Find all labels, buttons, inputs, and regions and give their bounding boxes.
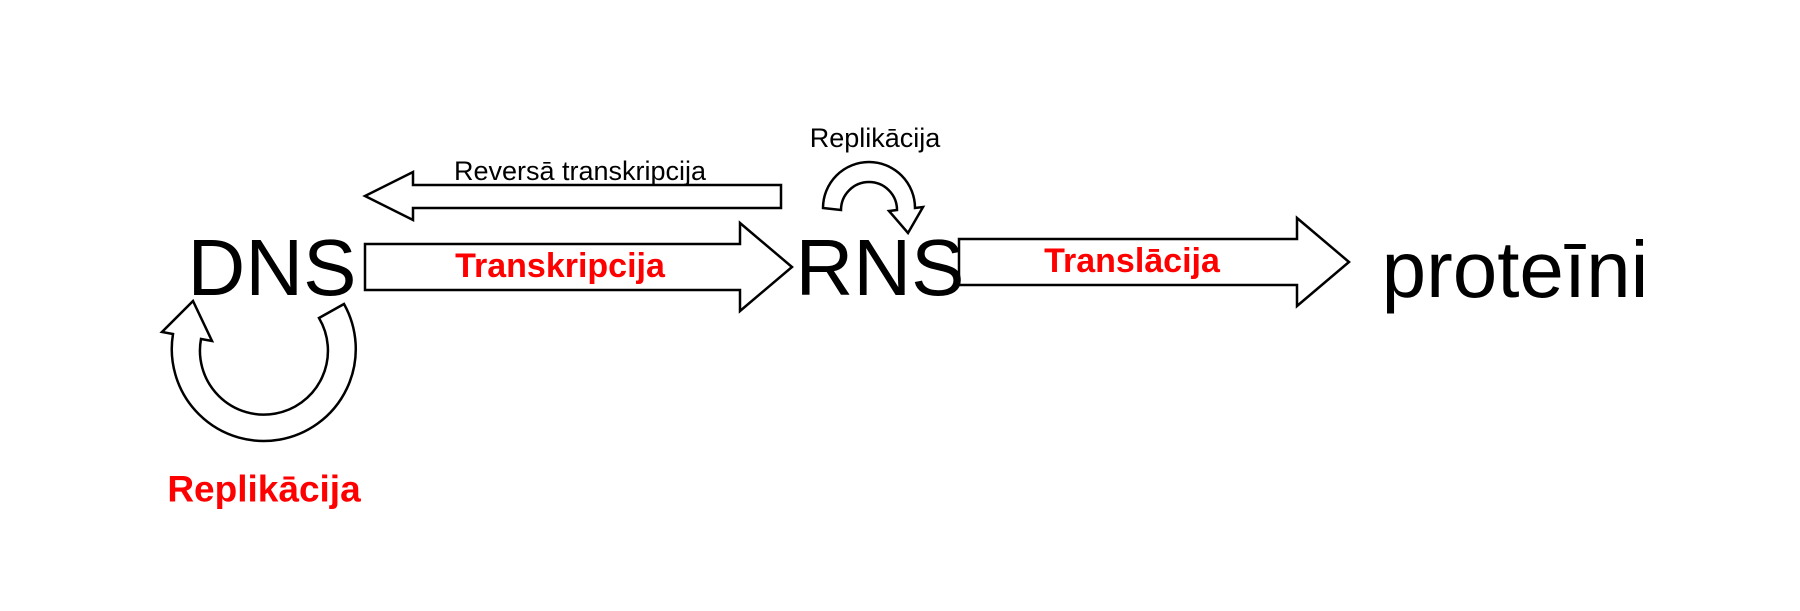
node-protein-label: proteīni: [1381, 225, 1649, 314]
reverse-transcription-label: Reversā transkripcija: [453, 155, 707, 186]
transcription-arrow: [363, 220, 794, 314]
rna-replication-loop-arrow: [821, 160, 926, 236]
translation-label: Translācija: [1044, 242, 1220, 281]
node-rns-label: RNS: [795, 223, 965, 312]
dna-replication-label: Replikācija: [167, 468, 361, 510]
dna-replication-loop-arrow: [159, 298, 358, 443]
translation-arrow: [957, 215, 1351, 309]
node-dns-label: DNS: [187, 223, 357, 312]
reverse-transcription-arrow: [362, 169, 783, 223]
rna-replication-label: Replikācija: [809, 122, 941, 153]
transcription-label: Transkripcija: [455, 247, 665, 286]
